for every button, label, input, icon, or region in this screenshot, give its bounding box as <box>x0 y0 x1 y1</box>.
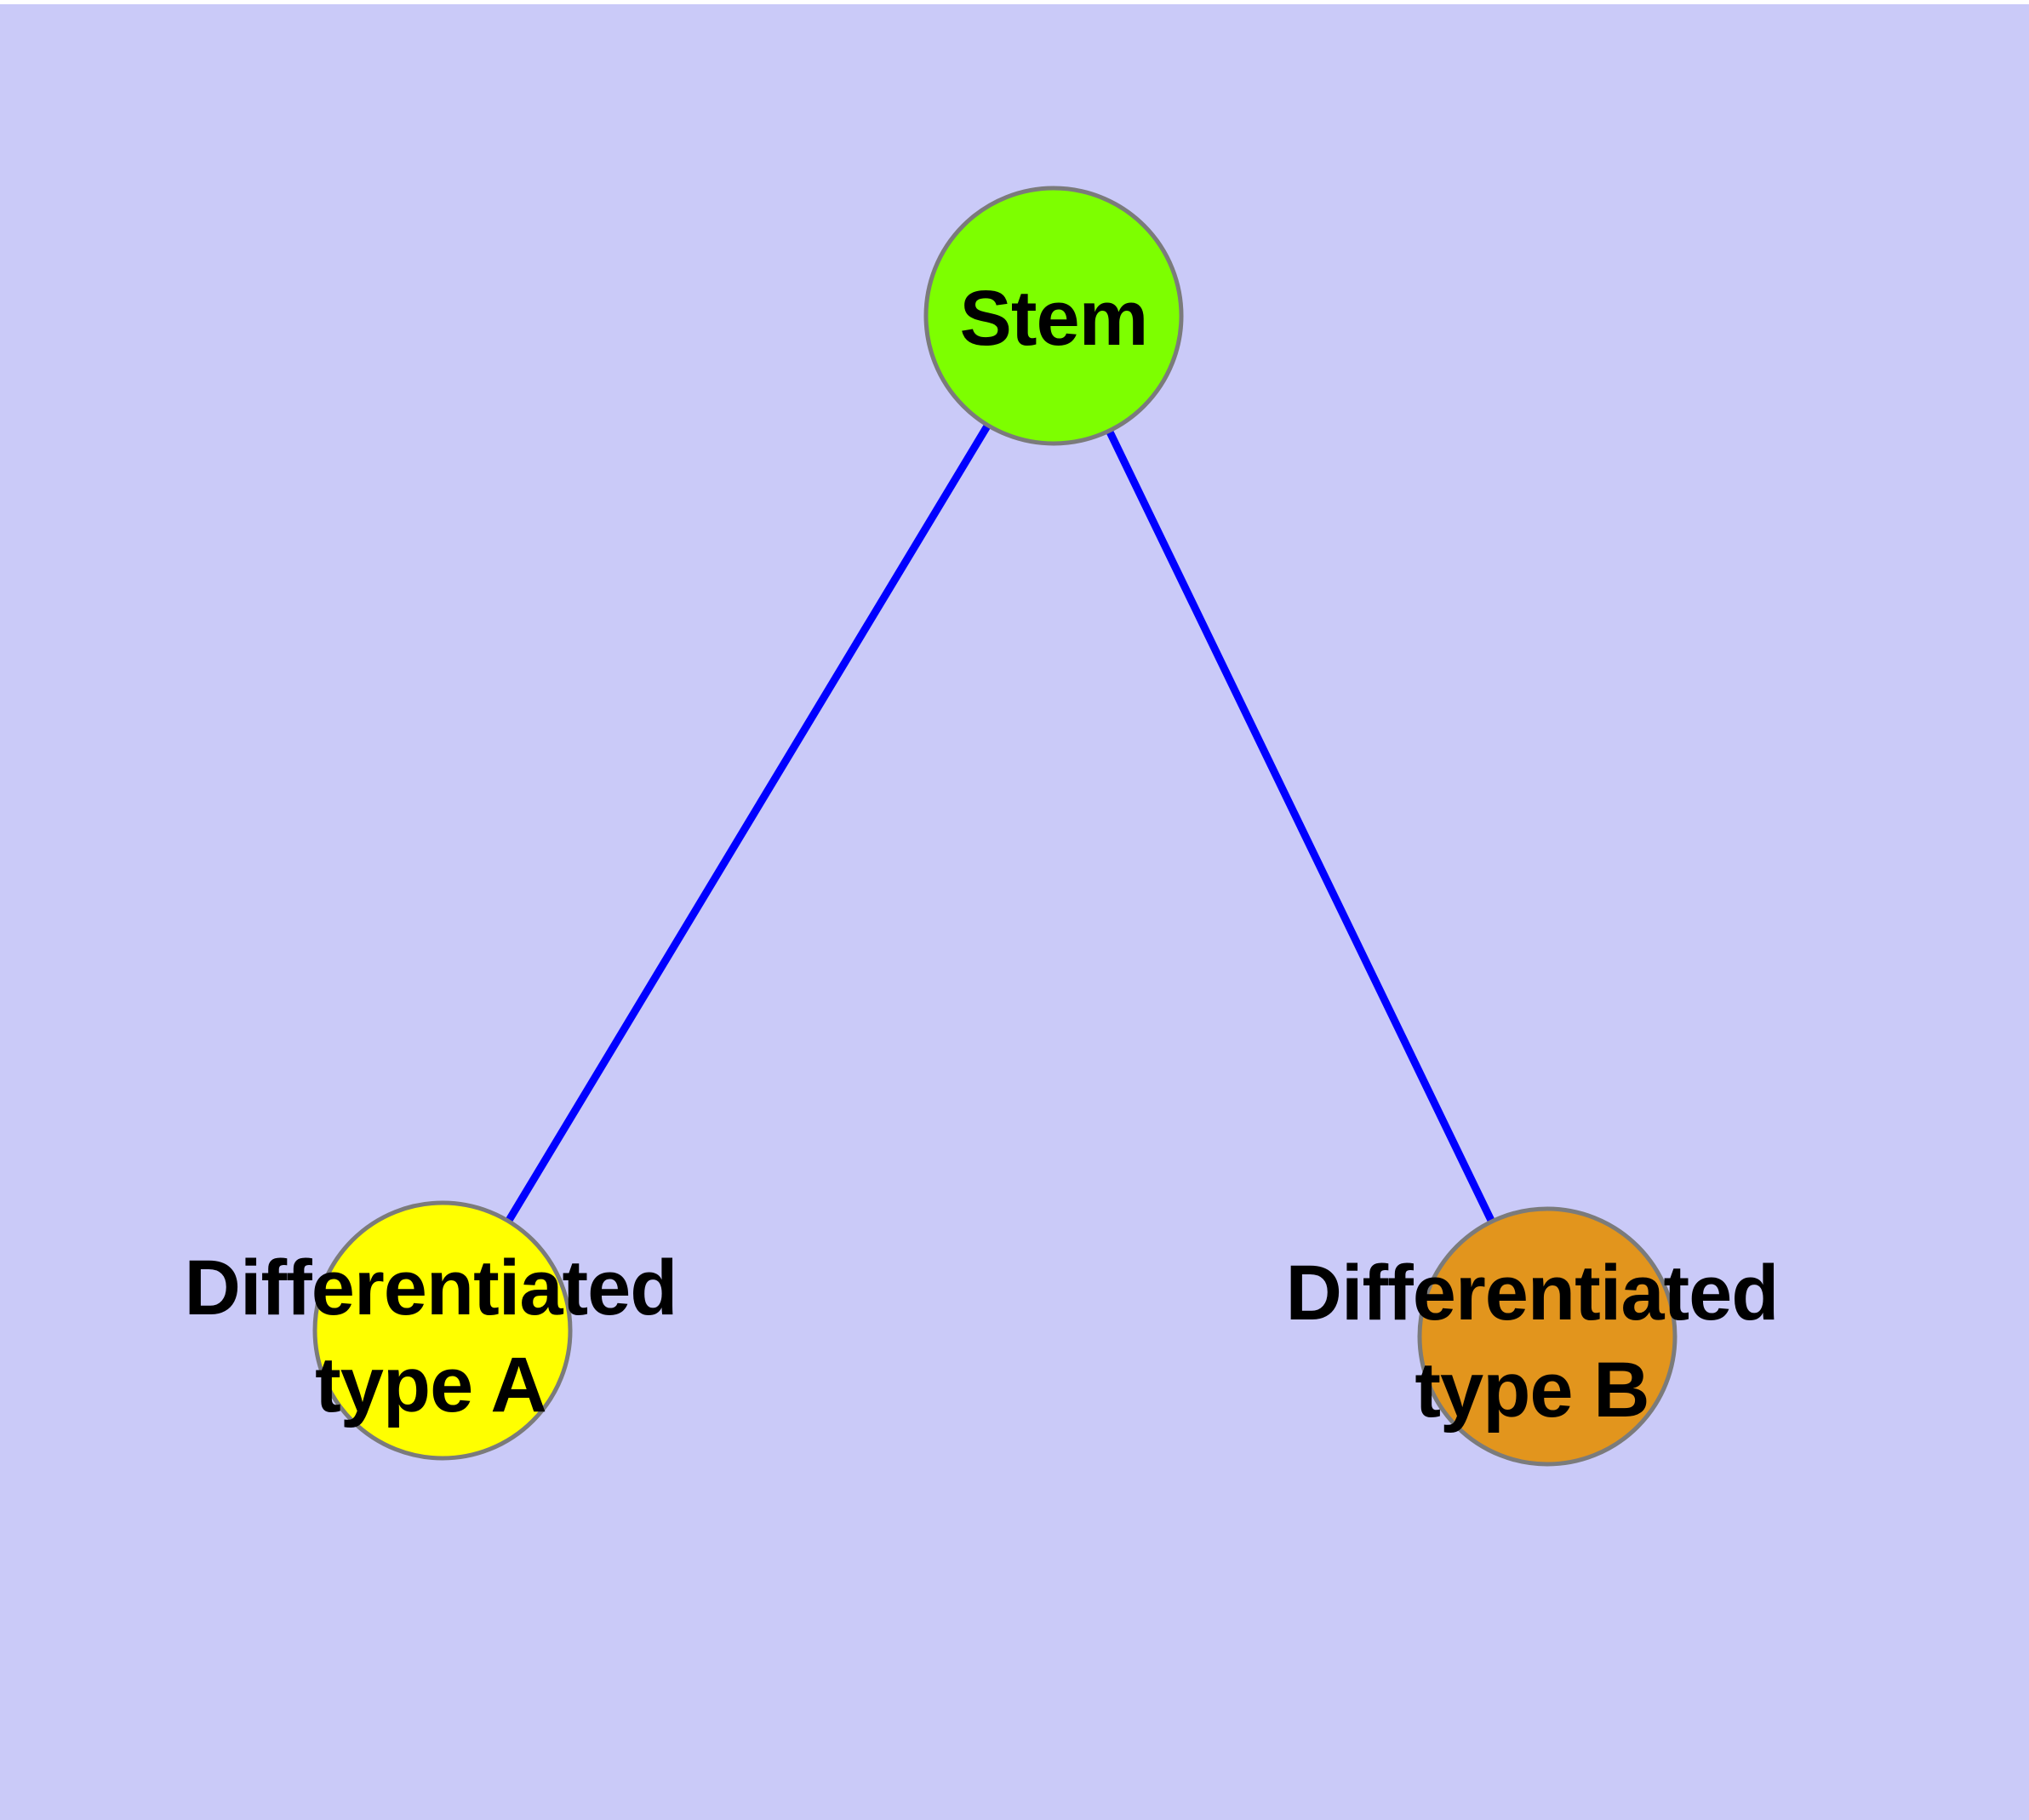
node-type-a-label-line1: Differentiated <box>184 1245 678 1331</box>
node-type-b-label: Differentiated type B <box>1285 1245 1780 1439</box>
top-border-strip <box>0 0 2029 4</box>
node-type-b <box>1417 1206 1677 1467</box>
node-type-a-label: Differentiated type A <box>184 1239 678 1434</box>
node-stem-label: Stem <box>959 275 1149 362</box>
node-type-b-label-line2: type B <box>1415 1347 1649 1434</box>
node-type-a <box>312 1200 573 1461</box>
edge-stem-to-type-b <box>1049 314 1552 1338</box>
edge-stem-to-type-a <box>439 313 1057 1333</box>
node-type-a-label-line2: type A <box>315 1342 547 1428</box>
node-type-b-label-line1: Differentiated <box>1285 1250 1780 1336</box>
node-stem <box>923 186 1184 446</box>
